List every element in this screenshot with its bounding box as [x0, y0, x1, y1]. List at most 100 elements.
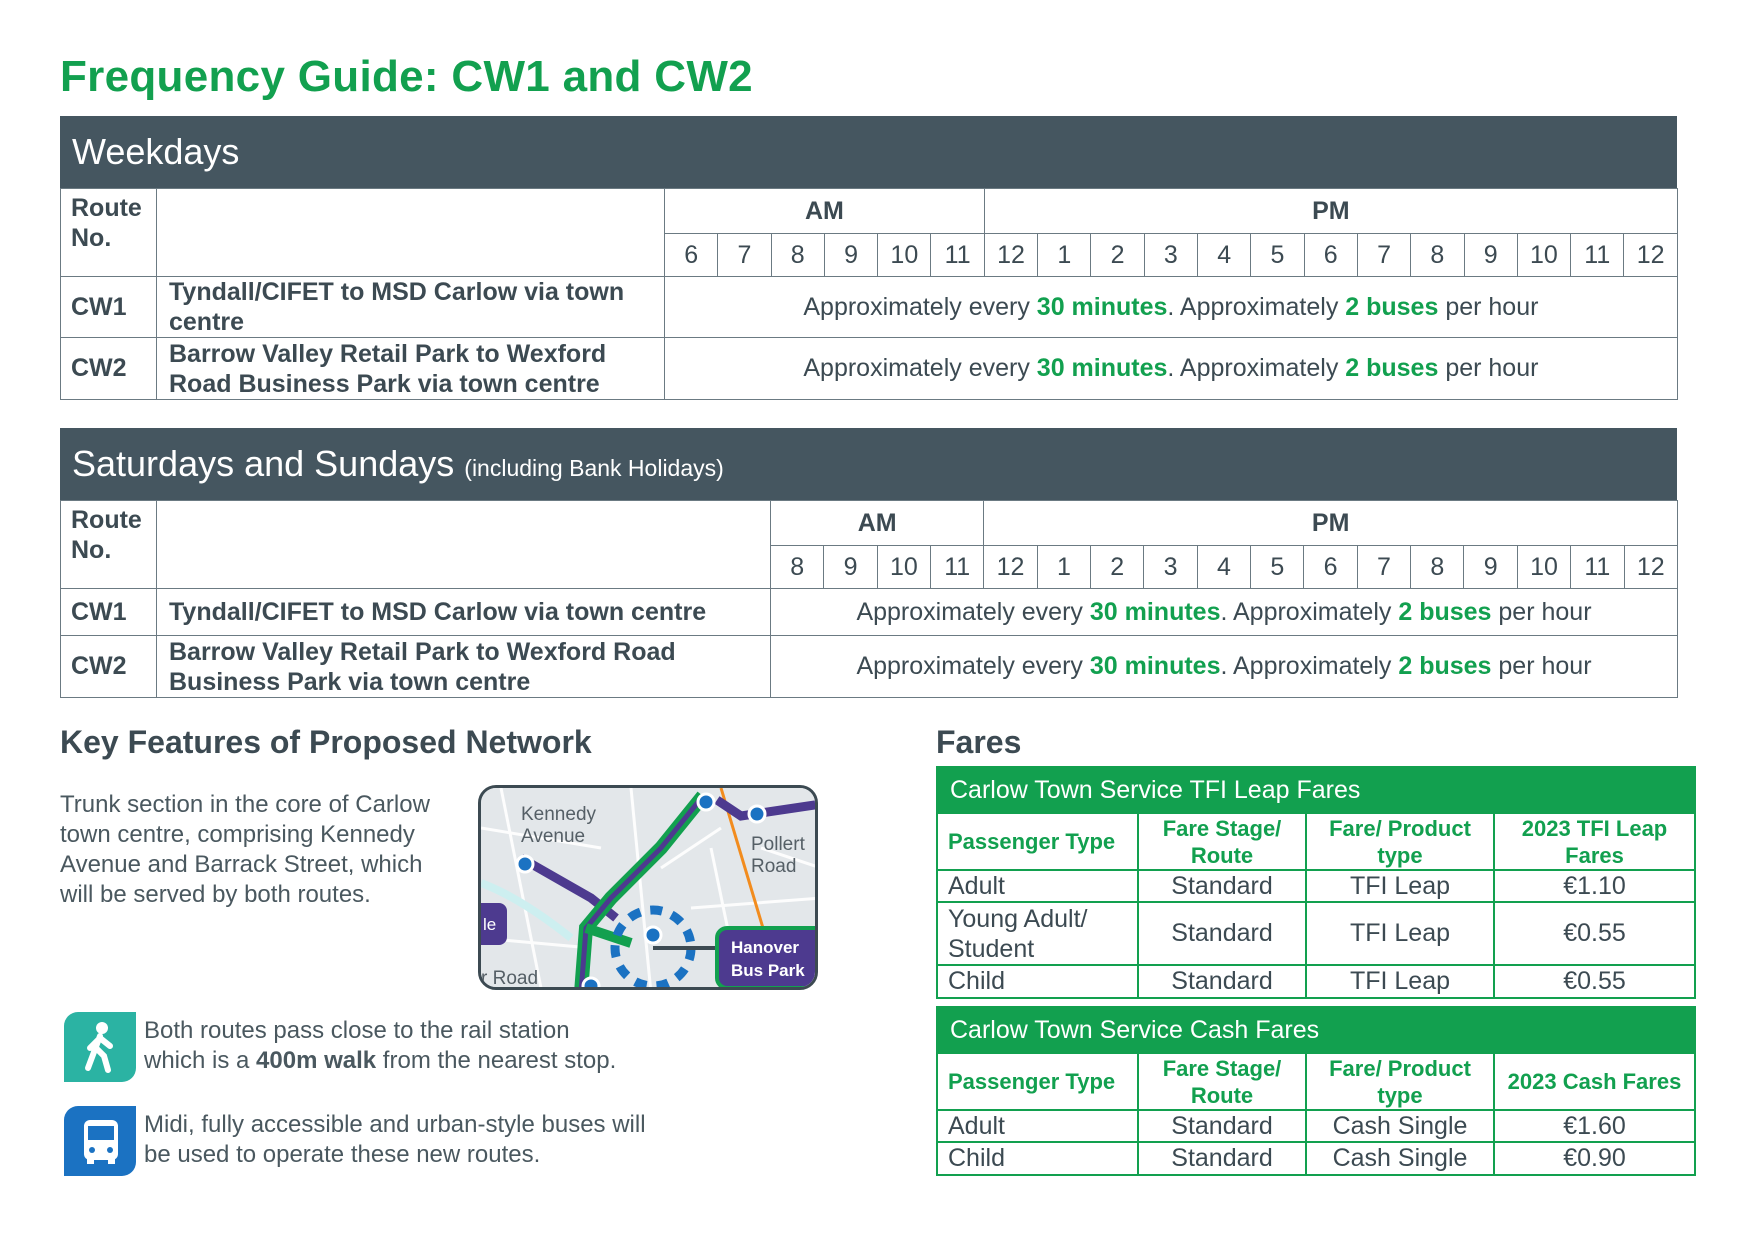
weekends-heading: Saturdays and Sundays (including Bank Ho… [60, 428, 1677, 500]
route-description: Tyndall/CIFET to MSD Carlow via town cen… [156, 588, 771, 636]
route-description: Barrow Valley Retail Park to Wexford Roa… [156, 635, 771, 698]
frequency-note: Approximately every 30 minutes. Approxim… [664, 276, 1678, 338]
hour-header: 2 [1090, 233, 1145, 277]
key-features-heading: Key Features of Proposed Network [60, 724, 592, 760]
route-code: CW2 [60, 337, 157, 400]
map-label-pollerton-road: Road [751, 856, 796, 877]
hour-header: 11 [930, 233, 985, 277]
map-label-kennedy: Kennedy [521, 804, 597, 825]
fare-cell: Standard [1137, 869, 1307, 903]
hour-header: 11 [930, 545, 985, 589]
fare-cell: Cash Single [1305, 1141, 1495, 1174]
map-label-hanover: Hanover [731, 938, 799, 957]
col-header: Fare/ Product type [1305, 1052, 1495, 1111]
bus-feature-text: Midi, fully accessible and urban-style b… [144, 1111, 646, 1168]
hour-header: 5 [1250, 233, 1305, 277]
route-no-header: Route No. [60, 500, 157, 589]
rail-feature-text: Both routes pass close to the rail stati… [144, 1017, 617, 1074]
cash-fares-title: Carlow Town Service Cash Fares [938, 1008, 1694, 1052]
pm-header: PM [983, 500, 1678, 546]
fare-cell: Child [938, 1141, 1139, 1174]
fare-cell: €0.90 [1493, 1141, 1694, 1174]
leap-fares-table: Carlow Town Service TFI Leap Fares Passe… [936, 766, 1696, 999]
col-header: Fare/ Product type [1305, 812, 1495, 871]
hour-header: 12 [1623, 233, 1678, 277]
fare-cell: €0.55 [1493, 964, 1694, 997]
hour-header: 9 [1463, 233, 1518, 277]
fare-cell: Standard [1137, 1109, 1307, 1143]
col-header: 2023 TFI Leap Fares [1493, 812, 1694, 871]
pm-header: PM [983, 188, 1678, 234]
weekends-section: Saturdays and Sundays (including Bank Ho… [60, 428, 1678, 698]
hour-header: 6 [663, 233, 719, 277]
col-header: Passenger Type [938, 812, 1139, 871]
map-label-le: le [483, 915, 496, 934]
rail-feature: Both routes pass close to the rail stati… [64, 1012, 744, 1082]
fares-heading: Fares [936, 724, 1022, 760]
hour-header: 3 [1143, 545, 1198, 589]
hour-header: 11 [1570, 545, 1625, 589]
hour-header: 12 [1623, 545, 1678, 589]
fare-cell: Standard [1137, 901, 1307, 966]
map-graphic: Kennedy Avenue Pollert Road r Road le Ha… [481, 788, 815, 987]
hour-header: 12 [983, 233, 1039, 277]
hour-header: 5 [1250, 545, 1305, 589]
hour-header: 10 [876, 545, 932, 589]
bus-icon [64, 1106, 136, 1176]
col-header: Fare Stage/ Route [1137, 1052, 1307, 1111]
am-header: AM [769, 500, 985, 546]
route-no-header: Route No. [60, 188, 157, 277]
am-header: AM [664, 188, 985, 234]
hour-header: 9 [1463, 545, 1518, 589]
hour-header: 8 [1410, 545, 1465, 589]
fare-cell: Child [938, 964, 1139, 997]
fare-cell: Adult [938, 1109, 1139, 1143]
hour-header: 7 [1356, 233, 1412, 277]
fare-cell: €0.55 [1493, 901, 1694, 966]
hour-header: 10 [1516, 233, 1572, 277]
route-code: CW2 [60, 635, 157, 698]
hour-header: 6 [1303, 233, 1358, 277]
frequency-note: Approximately every 30 minutes. Approxim… [770, 635, 1678, 698]
hour-header: 3 [1143, 233, 1199, 277]
leap-fares-title: Carlow Town Service TFI Leap Fares [938, 768, 1694, 812]
blank-header [156, 188, 665, 277]
fare-cell: €1.60 [1493, 1109, 1694, 1143]
hour-header: 11 [1570, 233, 1625, 277]
hour-header: 7 [717, 233, 772, 277]
hour-header: 4 [1196, 545, 1252, 589]
fare-cell: Standard [1137, 1141, 1307, 1174]
hour-header: 10 [877, 233, 932, 277]
hour-header: 2 [1090, 545, 1145, 589]
route-code: CW1 [60, 588, 157, 636]
trunk-section-text: Trunk section in the core of Carlow town… [60, 791, 430, 908]
col-header: Fare Stage/ Route [1137, 812, 1307, 871]
hour-header: 10 [1516, 545, 1572, 589]
hour-header: 9 [823, 233, 879, 277]
fare-cell: Young Adult/ Student [938, 901, 1139, 966]
fare-cell: €1.10 [1493, 869, 1694, 903]
route-code: CW1 [60, 276, 157, 338]
weekdays-heading: Weekdays [60, 116, 1677, 188]
hour-header: 1 [1036, 545, 1092, 589]
map-label-bus-park: Bus Park [731, 961, 805, 980]
cash-fares-table: Carlow Town Service Cash Fares Passenger… [936, 1006, 1696, 1176]
fare-cell: TFI Leap [1305, 869, 1495, 903]
hour-header: 8 [769, 545, 825, 589]
frequency-note: Approximately every 30 minutes. Approxim… [664, 337, 1678, 400]
hour-header: 12 [983, 545, 1038, 589]
fare-cell: Cash Single [1305, 1109, 1495, 1143]
hour-header: 7 [1356, 545, 1412, 589]
frequency-note: Approximately every 30 minutes. Approxim… [770, 588, 1678, 636]
hour-header: 8 [770, 233, 825, 277]
fare-cell: Standard [1137, 964, 1307, 997]
hour-header: 1 [1037, 233, 1092, 277]
hour-header: 9 [823, 545, 878, 589]
bus-feature: Midi, fully accessible and urban-style b… [64, 1106, 744, 1176]
col-header: Passenger Type [938, 1052, 1139, 1111]
route-description: Tyndall/CIFET to MSD Carlow via town cen… [156, 276, 665, 338]
fare-cell: TFI Leap [1305, 901, 1495, 966]
hour-header: 4 [1197, 233, 1252, 277]
hour-header: 6 [1303, 545, 1358, 589]
